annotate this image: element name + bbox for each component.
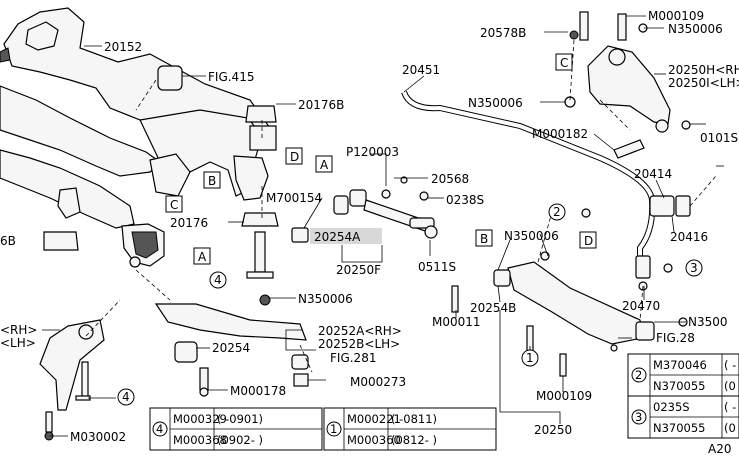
- reference-lines: [85, 39, 717, 373]
- label-20451: 20451: [402, 63, 440, 77]
- ref-box-a-left: A: [198, 250, 207, 264]
- lateral-link-drawing: [154, 303, 309, 397]
- label-0511s: 0511S: [418, 260, 456, 274]
- label-20250f: 20250F: [336, 263, 381, 277]
- leader-lines: [42, 15, 724, 437]
- label-20252a: 20252A<RH>: [318, 324, 402, 338]
- table-callout-3: 3 0235S ( - N370055 (0: [627, 395, 739, 439]
- label-20250h: 20250H<RH>: [668, 63, 739, 77]
- ref-box-c-left: C: [170, 198, 178, 212]
- stabilizer-bar-drawing: [401, 90, 691, 291]
- label-20250: 20250: [534, 423, 572, 437]
- table-2-row1-part: M370046: [653, 358, 707, 372]
- circled-callouts: 4 4 1 2 3: [117, 203, 703, 406]
- ref-box-c-right: C: [560, 56, 568, 70]
- table-2-row2-range: (0: [724, 379, 736, 393]
- table-3-row2-range: (0: [724, 421, 736, 435]
- callout-4-lower: 4: [122, 390, 130, 404]
- table-2-row2-part: N370055: [653, 379, 706, 393]
- callout-4-upper: 4: [214, 273, 222, 287]
- table-3-row2-part: N370055: [653, 421, 706, 435]
- label-m000273: M000273: [350, 375, 406, 389]
- ref-box-a-center: A: [320, 158, 329, 172]
- label-n350006-d: N350006: [504, 229, 559, 243]
- label-20252b: 20252B<LH>: [318, 337, 400, 351]
- label-fig281: FIG.281: [330, 351, 376, 365]
- toe-link-drawing: [291, 176, 438, 244]
- subframe-drawing: [0, 7, 271, 268]
- label-fig415: FIG.415: [208, 70, 254, 84]
- table-callout-4: 4 M000329 ( -0901) M000368 (0902- ): [149, 407, 323, 451]
- callout-3: 3: [690, 261, 698, 275]
- label-20578b: 20578B: [480, 26, 526, 40]
- table-1-row1-range: ( -0811): [391, 412, 437, 426]
- table-2-key: 2: [635, 368, 642, 382]
- label-m000109-b: M000109: [536, 389, 592, 403]
- table-1-key: 1: [330, 422, 337, 436]
- label-20568: 20568: [431, 172, 469, 186]
- label-20416: 20416: [670, 230, 708, 244]
- part-labels: 20152 FIG.415 20176B P120003 20568 M7001…: [0, 9, 739, 456]
- label-20254: 20254: [212, 341, 250, 355]
- label-20152: 20152: [104, 40, 142, 54]
- label-n350006-c: N350006: [468, 96, 523, 110]
- label-m000178: M000178: [230, 384, 286, 398]
- label-n3500: N3500: [688, 315, 728, 329]
- table-4-row1-range: ( -0901): [217, 412, 263, 426]
- label-a20: A20: [708, 442, 731, 456]
- label-m700154: M700154: [266, 191, 322, 205]
- label-0101s: 0101S: [700, 131, 738, 145]
- table-4-row2-range: (0902- ): [217, 433, 263, 447]
- label-20470: 20470: [622, 299, 660, 313]
- label-m000109-a: M000109: [648, 9, 704, 23]
- label-20414: 20414: [634, 167, 672, 181]
- table-callout-2: 2 M370046 ( - N370055 (0: [627, 353, 739, 397]
- ref-box-d-right: D: [584, 234, 593, 248]
- table-3-key: 3: [635, 410, 642, 424]
- ref-box-d-left: D: [290, 150, 299, 164]
- upper-arm-drawing: [564, 11, 691, 159]
- label-m030002: M030002: [70, 430, 126, 444]
- table-2-row1-range: ( -: [724, 358, 736, 372]
- table-3-row1-part: 0235S: [653, 400, 690, 414]
- label-p120003: P120003: [346, 145, 399, 159]
- table-callout-1: 1 M000221 ( -0811) M000360 (0812- ): [323, 407, 497, 451]
- ref-box-b-right: B: [480, 232, 488, 246]
- label-n350006-a: N350006: [298, 292, 353, 306]
- table-1-row2-range: (0812- ): [391, 433, 437, 447]
- label-m000182: M000182: [532, 127, 588, 141]
- label-rh: <RH>: [0, 323, 37, 337]
- callout-1: 1: [526, 351, 534, 365]
- label-20176: 20176: [170, 216, 208, 230]
- subframe-mounts: [43, 65, 279, 306]
- table-4-row1-part: M000329: [173, 412, 227, 426]
- label-20254b: 20254B: [470, 301, 516, 315]
- reference-letter-boxes: D A C B A C B D: [165, 53, 597, 265]
- callout-2: 2: [553, 205, 561, 219]
- ref-box-b-left: B: [208, 174, 216, 188]
- label-20176b: 20176B: [298, 98, 344, 112]
- label-20250i: 20250I<LH>: [668, 76, 739, 90]
- label-fig28: FIG.28: [656, 331, 695, 345]
- label-m00011: M00011: [432, 315, 481, 329]
- trailing-link-drawing: [39, 319, 105, 441]
- table-4-key: 4: [156, 422, 163, 436]
- table-1-row1-part: M000221: [347, 412, 401, 426]
- label-lh: <LH>: [0, 336, 36, 350]
- lower-arm-drawing: [451, 208, 688, 377]
- table-1-row2-part: M000360: [347, 433, 401, 447]
- table-4-row2-part: M000368: [173, 433, 227, 447]
- label-6b: 6B: [0, 234, 16, 248]
- label-20254a: 20254A: [314, 230, 361, 244]
- label-n350006-b: N350006: [668, 22, 723, 36]
- table-3-row1-range: ( -: [724, 400, 736, 414]
- label-0238s: 0238S: [446, 193, 484, 207]
